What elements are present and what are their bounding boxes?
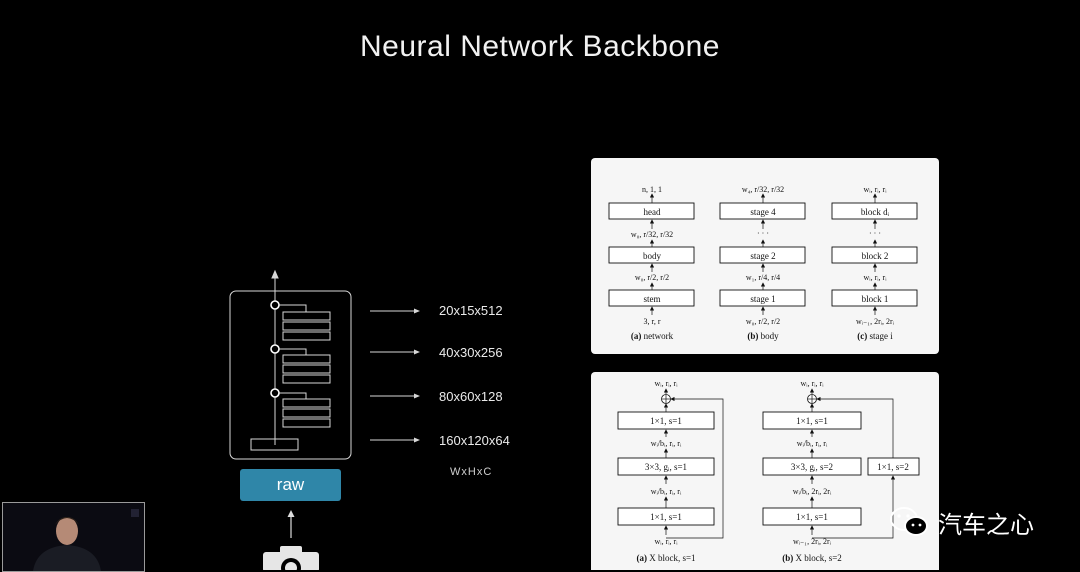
xblock-s1-caption: (a) X block, s=1 bbox=[636, 553, 695, 563]
presenter-video-inset bbox=[2, 502, 145, 572]
stage-top-label: wᵢ, rᵢ, rᵢ bbox=[863, 185, 887, 194]
body-between-label-1: · · · bbox=[757, 229, 769, 238]
feature-map-4-label: 160x120x64 bbox=[439, 433, 510, 448]
xblock-s2-box-2: 3×3, gᵢ, s=2 bbox=[791, 462, 833, 472]
regnet-panel: n, 1, 1 head w₀, r/32, r/32 body w₀, r/2… bbox=[591, 158, 939, 354]
network-box-body: body bbox=[643, 251, 662, 261]
xblock-s2-box-3: 1×1, s=1 bbox=[796, 512, 828, 522]
xblock-panel: wᵢ, rᵢ, rᵢ 1×1, s=1 wᵢ/bᵢ, rᵢ, rᵢ 3×3, g… bbox=[591, 372, 939, 570]
body-box-stage-4: stage 4 bbox=[750, 207, 776, 217]
network-between-label-2: w₀, r/2, r/2 bbox=[635, 273, 669, 282]
xblock-s1-box-1: 1×1, s=1 bbox=[650, 416, 682, 426]
body-caption: (b) body bbox=[747, 331, 779, 341]
backbone-diagram bbox=[229, 269, 420, 460]
network-column: n, 1, 1 head w₀, r/32, r/32 body w₀, r/2… bbox=[608, 185, 695, 341]
xblock-s2-box-1: 1×1, s=1 bbox=[796, 416, 828, 426]
xblock-s2-shortcut-box: 1×1, s=2 bbox=[877, 462, 909, 472]
body-top-label: w₄, r/32, r/32 bbox=[742, 185, 784, 194]
network-box-stem: stem bbox=[644, 294, 661, 304]
presenter-image bbox=[3, 503, 144, 571]
xblock-s1-between-1: wᵢ/bᵢ, rᵢ, rᵢ bbox=[651, 439, 682, 448]
body-column: w₄, r/32, r/32 stage 4 · · · stage 2 w₁,… bbox=[719, 185, 806, 341]
stage-caption: (c) stage i bbox=[857, 331, 893, 341]
network-between-label-1: w₀, r/32, r/32 bbox=[631, 230, 673, 239]
watermark: 汽车之心 bbox=[888, 505, 1034, 539]
watermark-text: 汽车之心 bbox=[938, 510, 1034, 539]
camera-icon bbox=[263, 510, 319, 570]
xblock-s2-between-1: wᵢ/bᵢ, rᵢ, rᵢ bbox=[797, 439, 828, 448]
xblock-s1-bottom-label: wᵢ, rᵢ, rᵢ bbox=[654, 537, 678, 546]
xblock-s2-caption: (b) X block, s=2 bbox=[782, 553, 842, 563]
network-bottom-label: 3, r, r bbox=[643, 317, 660, 326]
raw-input-box: raw bbox=[240, 469, 341, 501]
slide-title: Neural Network Backbone bbox=[359, 30, 720, 63]
xblock-s1-box-3: 1×1, s=1 bbox=[650, 512, 682, 522]
stage-between-label-1: · · · bbox=[869, 229, 881, 238]
feature-map-1-label: 20x15x512 bbox=[439, 303, 503, 318]
stage-column: wᵢ, rᵢ, rᵢ block dᵢ · · · block 2 wᵢ, rᵢ… bbox=[831, 185, 918, 341]
stage-bottom-label: wᵢ₋₁, 2rᵢ, 2rᵢ bbox=[856, 317, 895, 326]
stage-box-block-1: block 1 bbox=[862, 294, 889, 304]
xblock-s1-box-2: 3×3, gᵢ, s=1 bbox=[645, 462, 687, 472]
feature-map-2-label: 40x30x256 bbox=[439, 345, 503, 360]
xblock-s2-top-label: wᵢ, rᵢ, rᵢ bbox=[800, 379, 824, 388]
stage-box-block-d: block dᵢ bbox=[861, 207, 890, 217]
dims-label: WxHxC bbox=[450, 466, 493, 478]
xblock-s1: wᵢ, rᵢ, rᵢ 1×1, s=1 wᵢ/bᵢ, rᵢ, rᵢ 3×3, g… bbox=[617, 379, 724, 563]
network-box-head: head bbox=[644, 207, 661, 217]
stage-box-block-2: block 2 bbox=[862, 251, 889, 261]
xblock-s1-between-2: wᵢ/bᵢ, rᵢ, rᵢ bbox=[651, 487, 682, 496]
xblock-s2-between-2: wᵢ/bᵢ, 2rᵢ, 2rᵢ bbox=[793, 487, 832, 496]
wechat-icon bbox=[890, 507, 928, 536]
network-caption: (a) network bbox=[631, 331, 674, 341]
network-top-label: n, 1, 1 bbox=[642, 185, 662, 194]
body-bottom-label: w₀, r/2, r/2 bbox=[746, 317, 780, 326]
body-between-label-2: w₁, r/4, r/4 bbox=[746, 273, 780, 282]
xblock-s2-bottom-label: wᵢ₋₁, 2rᵢ, 2rᵢ bbox=[793, 537, 832, 546]
xblock-s2: wᵢ, rᵢ, rᵢ 1×1, s=1 wᵢ/bᵢ, rᵢ, rᵢ 3×3, g… bbox=[762, 379, 920, 563]
xblock-s1-top-label: wᵢ, rᵢ, rᵢ bbox=[654, 379, 678, 388]
body-box-stage-1: stage 1 bbox=[750, 294, 775, 304]
body-box-stage-2: stage 2 bbox=[750, 251, 775, 261]
stage-between-label-2: wᵢ, rᵢ, rᵢ bbox=[863, 273, 887, 282]
feature-map-3-label: 80x60x128 bbox=[439, 389, 503, 404]
